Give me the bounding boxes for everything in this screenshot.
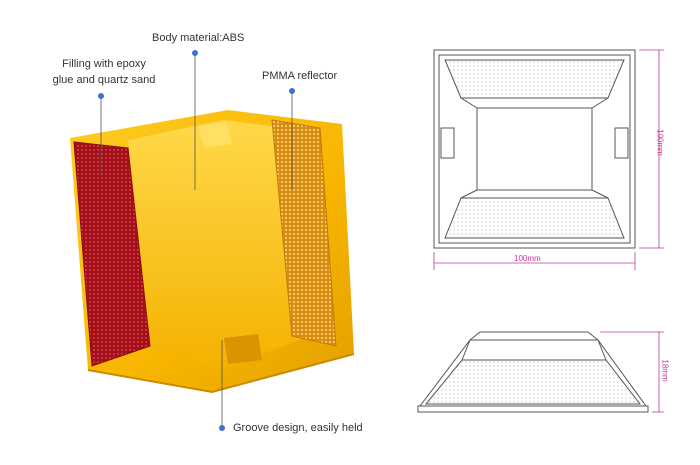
callout-dot-filling: [98, 93, 104, 99]
callout-filling-line2: glue and quartz sand: [52, 74, 156, 86]
amber-reflector: [271, 119, 337, 347]
side-view-dimensions: [600, 331, 664, 413]
top-view-drawing: [433, 49, 636, 249]
callout-groove: Groove design, easily held: [233, 422, 363, 434]
callout-lines: [98, 50, 295, 431]
body-shadow-edge: [87, 353, 355, 394]
callout-dot-body: [192, 50, 198, 56]
width-dimension-label: 100mm: [514, 254, 541, 263]
callout-filling-line1: Filling with epoxy: [62, 58, 146, 70]
callout-body-material: Body material:ABS: [152, 32, 245, 44]
top-view-dimensions: [433, 49, 664, 270]
callout-filling: Filling with epoxy glue and quartz sand: [38, 56, 170, 88]
top-bump: [198, 122, 232, 148]
side-view-drawing: [417, 331, 649, 413]
callout-dot-reflector: [289, 88, 295, 94]
callout-reflector: PMMA reflector: [262, 70, 338, 82]
red-reflector: [73, 141, 151, 367]
callout-dot-groove: [219, 425, 225, 431]
depth-dimension-label: 18mm: [660, 359, 670, 382]
stud-top-face: [128, 120, 318, 370]
height-dimension-label: 100mm: [655, 129, 665, 156]
road-stud-product: [70, 110, 355, 394]
groove-notch: [224, 334, 262, 364]
